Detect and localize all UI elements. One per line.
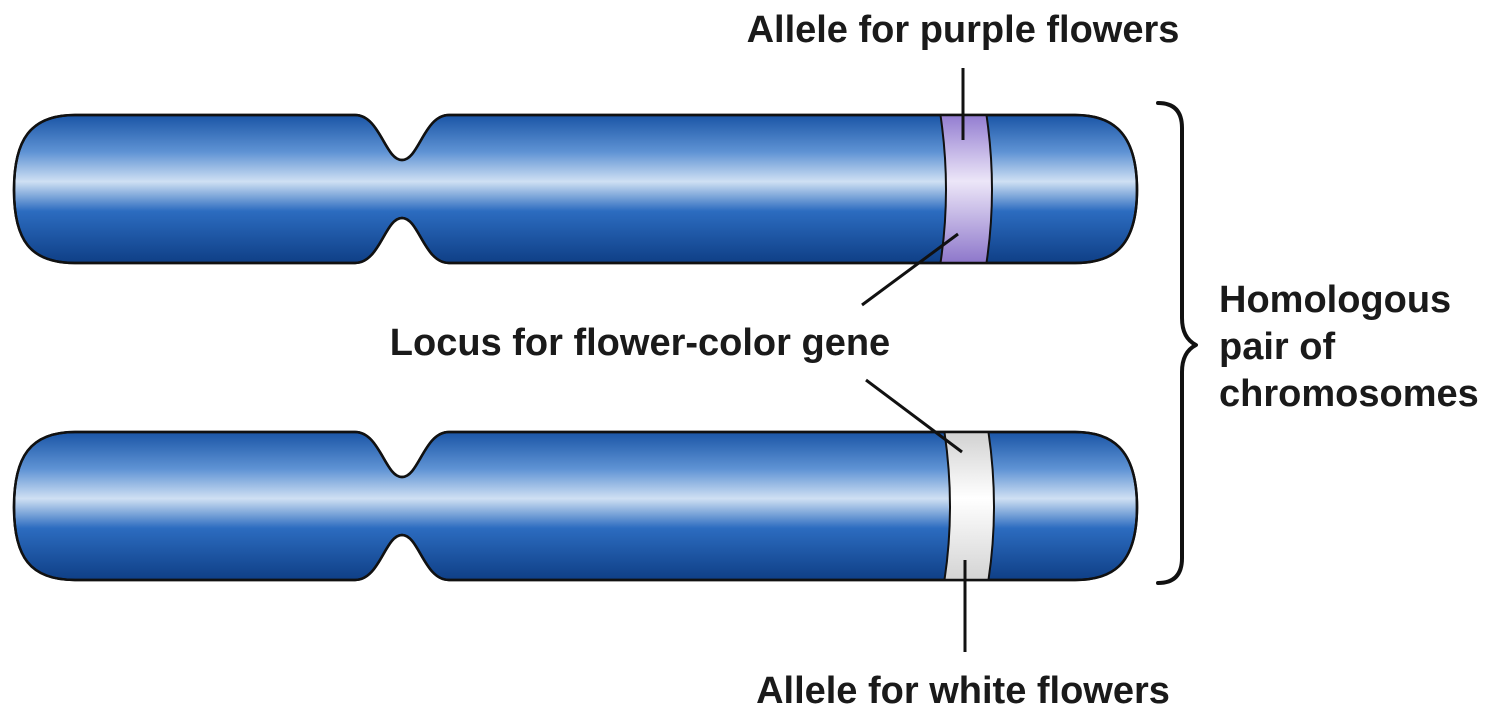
white-allele-label: Allele for white flowers — [756, 670, 1170, 709]
homologous-pair-label: Homologous pair of chromosomes — [1219, 279, 1479, 415]
homologous-pair-label-line2: pair of — [1219, 326, 1335, 368]
homologous-pair-label-line3: chromosomes — [1219, 373, 1479, 415]
locus-label: Locus for flower-color gene — [390, 322, 890, 364]
chromosome-bottom — [14, 429, 1137, 583]
chromosome-top — [14, 112, 1137, 266]
purple-allele-label: Allele for purple flowers — [747, 9, 1180, 51]
homologous-pair-brace — [1158, 103, 1196, 583]
homologous-pair-label-line1: Homologous — [1219, 279, 1451, 321]
white-allele-band — [944, 429, 994, 583]
